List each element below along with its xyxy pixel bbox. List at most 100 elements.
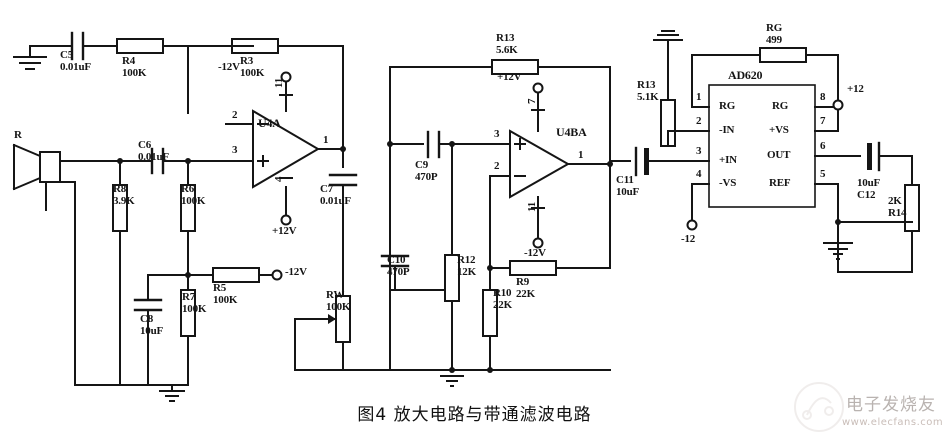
label-c6: C6 0.01uF (138, 139, 169, 163)
terminal-minus12-r5 (271, 269, 283, 281)
label-r13b: R13 5.1K (637, 79, 659, 103)
label-r13a: R13 5.6K (496, 32, 518, 56)
label-r9: R9 22K (516, 276, 535, 300)
u4ba-pin11-number: 11 (526, 202, 538, 212)
label-source-r: R (14, 129, 22, 141)
u4ba-pin7-number: 7 (526, 98, 538, 104)
label-supply-u4a-pos: +12V (272, 225, 297, 237)
terminal-minus12-ad620 (686, 219, 698, 231)
watermark-logo-icon (794, 382, 844, 432)
ad620-pin-number-7: 7 (820, 115, 826, 127)
label-r8: R8 3.9K (113, 183, 135, 207)
u4a-pin11-number: 11 (273, 78, 285, 88)
opamp-u4ba (509, 129, 571, 199)
label-supply-ad620-pos: +12 (847, 83, 864, 95)
ad620-pin-label-rg-out: RG (772, 100, 789, 112)
ad620-pin-number-6: 6 (820, 140, 826, 152)
u4a-pin4-number: 4 (273, 176, 285, 182)
capacitor-c8 (133, 298, 163, 312)
terminal-plus12-u4a (280, 214, 292, 226)
junction-dot (117, 158, 123, 164)
ad620-pin-label-pos-vs: +VS (769, 124, 789, 136)
ad620-pin-label-neg-vs: -VS (719, 177, 737, 189)
u4ba-input-signs (514, 138, 526, 177)
ad620-pin-label-pos-in: +IN (719, 154, 737, 166)
ad620-pin-label-ref: REF (769, 177, 791, 189)
label-r7: R7 100K (182, 291, 207, 315)
junction-dot (487, 367, 493, 373)
junction-dot (185, 158, 191, 164)
label-c8: C8 10uF (140, 313, 164, 337)
wire-top-feedback (29, 45, 344, 153)
terminal-plus12-u4ba (532, 82, 544, 94)
label-r5: R5 100K (213, 282, 238, 306)
ad620-pin-label-neg-in: -IN (719, 124, 735, 136)
label-u4ba: U4BA (556, 125, 587, 139)
junction-dot (340, 146, 346, 152)
u4a-input-signs (257, 123, 269, 167)
u4ba-pin2-number: 2 (494, 160, 500, 172)
junction-dot (607, 161, 613, 167)
ad620-pin-label-out: OUT (767, 149, 791, 161)
u4a-pin3-number: 3 (232, 144, 238, 156)
wire-c12-to-r14 (878, 155, 913, 186)
wire-input-c6 (119, 160, 254, 186)
junction-dot (449, 141, 455, 147)
label-c5: C5 0.01uF (60, 49, 91, 73)
label-c10: C10 470P (387, 254, 410, 278)
figure-caption: 图4 放大电路与带通滤波电路 (357, 405, 592, 425)
resistor-rg (759, 47, 807, 63)
label-r14: 2K R14 (888, 195, 907, 219)
ad620-pin-number-1: 1 (696, 91, 702, 103)
ad620-pin-number-8: 8 (820, 91, 826, 103)
wire-c8-top (147, 274, 189, 301)
label-c12: 10uF C12 (857, 177, 881, 201)
label-supply-u4a-neg: -12V (218, 61, 240, 73)
capacitor-c12 (867, 141, 881, 172)
label-c7: C7 0.01uF (320, 183, 351, 207)
label-supply-u4ba-neg: -12V (524, 247, 546, 259)
label-c9: C9 470P (415, 159, 438, 183)
u4ba-pin3-number: 3 (494, 128, 500, 140)
ad620-pin-label-rg-in: RG (719, 100, 736, 112)
rw-wiper-arrow (294, 314, 336, 371)
u4ba-pin1-number: 1 (578, 149, 584, 161)
opamp-u4a (252, 109, 320, 189)
label-u4a: U4A (258, 116, 281, 130)
ad620-pin-number-5: 5 (820, 168, 826, 180)
label-r12: R12 12K (457, 254, 476, 278)
ic-ad620-body (708, 84, 816, 208)
u4a-pin2-number: 2 (232, 109, 238, 121)
label-supply-u4ba-pos: +12V (497, 71, 522, 83)
label-r4: R4 100K (122, 55, 147, 79)
wire-rg-right (805, 54, 839, 108)
capacitor-c11 (634, 146, 649, 177)
label-r6: R6 100K (181, 183, 206, 207)
resistor-r13a (491, 59, 539, 75)
ground-symbol-c5 (13, 56, 47, 70)
capacitor-c9 (426, 130, 441, 159)
watermark-text: 电子发烧友 (846, 395, 936, 415)
label-r3: R3 100K (240, 55, 265, 79)
resistor-r14 (904, 184, 920, 232)
u4a-pin1-number: 1 (323, 134, 329, 146)
ad620-pin-number-2: 2 (696, 115, 702, 127)
label-r10: R10 22K (493, 287, 512, 311)
label-supply-r5-rail: -12V (285, 266, 307, 278)
label-c11: C11 10uF (616, 174, 640, 198)
ground-symbol-r13b (653, 30, 683, 41)
terminal-plus12-ad620 (832, 99, 844, 111)
junction-dot (387, 141, 393, 147)
wire-rg-left (691, 54, 761, 108)
terminal-minus12-u4a (280, 71, 292, 83)
ad620-pin-number-4: 4 (696, 168, 702, 180)
label-rg: RG 499 (766, 22, 783, 46)
resistor-r9 (509, 260, 557, 276)
label-ad620: AD620 (728, 68, 763, 82)
watermark-url: www.elecfans.com (842, 417, 944, 428)
terminal-minus12-u4ba (532, 237, 544, 249)
resistor-r4 (116, 38, 164, 54)
speaker-source-r (12, 143, 121, 386)
